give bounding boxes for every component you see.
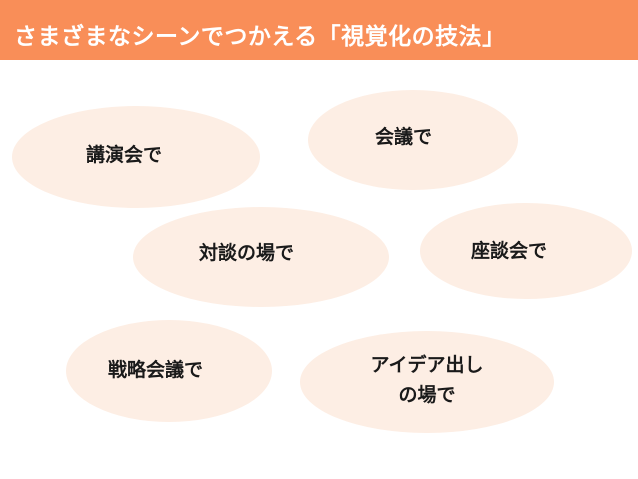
bubble-dialogue [133,207,389,307]
bubble-strategy [66,320,272,422]
bubble-idea-label-line2: の場で [398,384,456,406]
slide-header: さまざまなシーンでつかえる「視覚化の技法」 [0,0,638,60]
bubble-roundtable [420,203,632,299]
bubble-meeting [308,90,518,190]
slide-title: さまざまなシーンでつかえる「視覚化の技法」 [14,24,506,50]
bubble-lecture-label: 講演会で [86,144,163,166]
bubble-meeting-label: 会議で [375,126,433,148]
bubble-lecture [12,106,260,208]
bubble-idea-label: アイデア出し の場で [354,350,500,410]
bubble-idea [300,331,554,433]
bubble-idea-label-line1: アイデア出し [370,354,484,376]
bubble-roundtable-label: 座談会で [471,240,548,262]
bubble-strategy-label: 戦略会議で [108,359,204,381]
bubble-dialogue-label: 対談の場で [199,242,295,264]
